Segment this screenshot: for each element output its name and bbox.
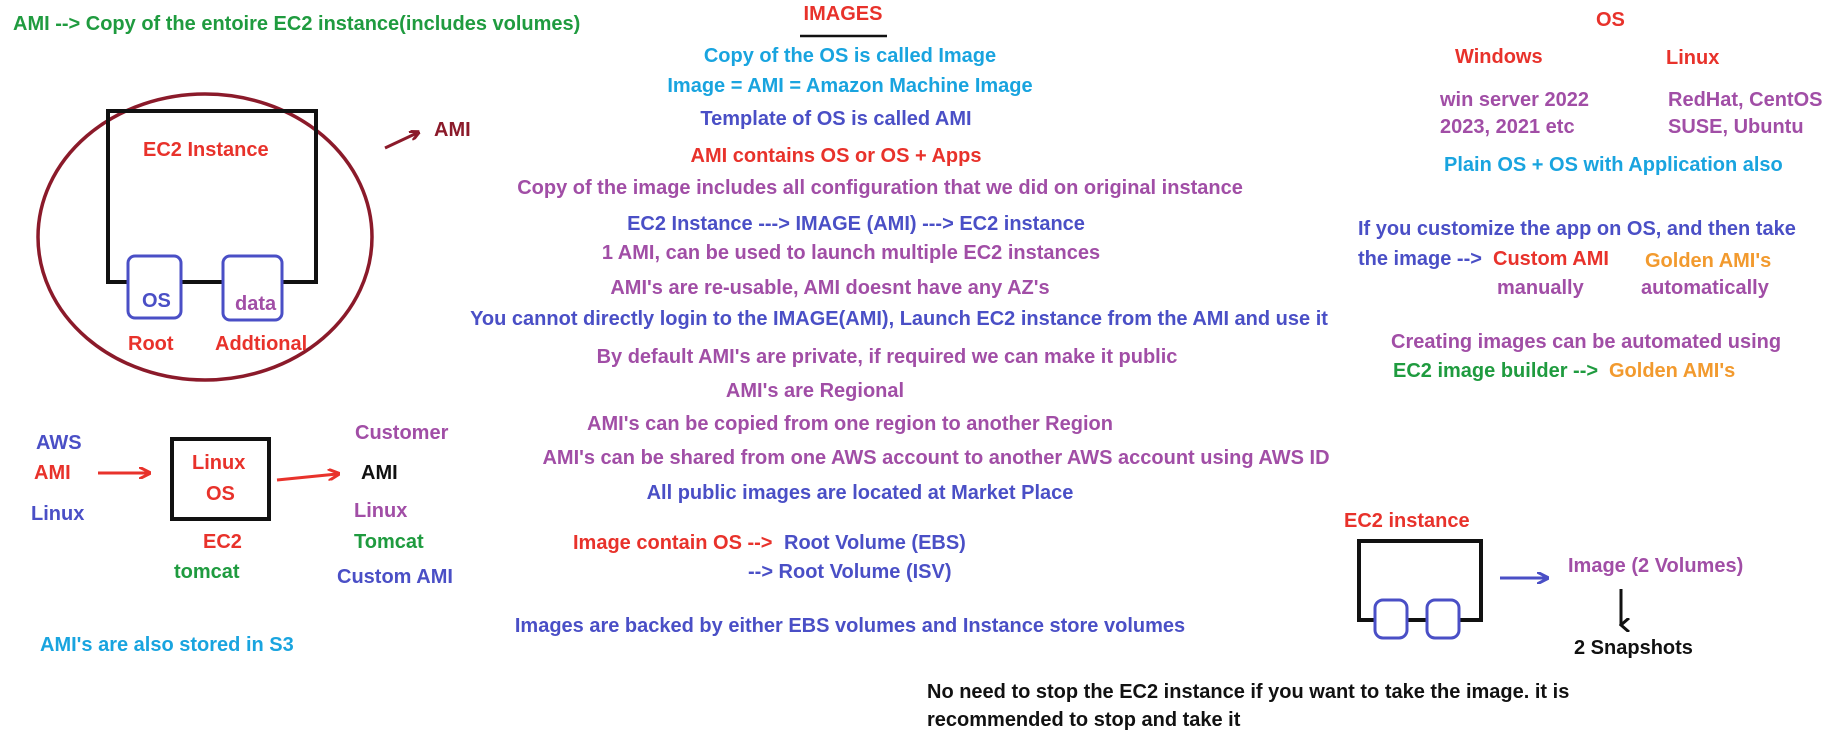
- snapshots-label: 2 Snapshots: [1574, 637, 1693, 659]
- customer-label: Customer: [355, 422, 449, 444]
- note-market-place: All public images are located at Market …: [646, 482, 1074, 504]
- s3-note: AMI's are also stored in S3: [40, 634, 294, 656]
- image-contain-label: Image contain OS -->: [573, 532, 773, 554]
- arrow-linux-to-ami: [276, 474, 337, 482]
- stop-note-2: recommended to stop and take it: [927, 709, 1241, 731]
- automated-line-1: Creating images can be automated using: [1391, 331, 1782, 353]
- ec2-instance-label-2: EC2 instance: [1344, 510, 1470, 532]
- linux-distros-1: RedHat, CentOS: [1668, 89, 1823, 111]
- automatically-label: automatically: [1641, 277, 1769, 299]
- root-volume-isv: --> Root Volume (ISV): [748, 561, 952, 583]
- note-shared-account: AMI's can be shared from one AWS account…: [542, 447, 1330, 469]
- note-private-public: By default AMI's are private, if require…: [596, 346, 1178, 368]
- note-reusable: AMI's are re-usable, AMI doesnt have any…: [610, 277, 1050, 299]
- linux-os-box: [170, 437, 271, 521]
- custom-ami-label: Custom AMI: [337, 566, 453, 588]
- plain-os-note: Plain OS + OS with Application also: [1444, 154, 1783, 176]
- note-copy-of-os: Copy of the OS is called Image: [703, 45, 997, 67]
- note-regional: AMI's are Regional: [725, 380, 905, 402]
- data-label: data: [235, 293, 277, 315]
- note-backed-by: Images are backed by either EBS volumes …: [514, 615, 1186, 637]
- tomcat-label: tomcat: [174, 561, 240, 583]
- customize-line-2: the image -->: [1358, 248, 1482, 270]
- box-os-label: OS: [206, 483, 235, 505]
- customer-ami-label: AMI: [361, 462, 398, 484]
- windows-label: Windows: [1455, 46, 1543, 68]
- root-volume-ebs: Root Volume (EBS): [784, 532, 966, 554]
- images-title: IMAGES: [803, 3, 883, 25]
- data-volume: [221, 254, 284, 322]
- os-title: OS: [1596, 9, 1625, 31]
- custom-ami-right: Custom AMI: [1493, 248, 1609, 270]
- note-copied-region: AMI's can be copied from one region to a…: [587, 413, 1113, 435]
- ami-circle: [36, 92, 374, 382]
- additional-label: Addtional: [215, 333, 308, 355]
- ec2-instance-label: EC2 Instance: [143, 139, 269, 161]
- ec2-instance-box: [106, 109, 318, 284]
- linux-label: Linux: [1666, 47, 1720, 69]
- builder-golden-amis: Golden AMI's: [1609, 360, 1736, 382]
- aws-label: AWS: [36, 432, 82, 454]
- note-copy-config: Copy of the image includes all configura…: [517, 177, 1243, 199]
- linux-distros-2: SUSE, Ubuntu: [1668, 116, 1804, 138]
- aws-linux-label: Linux: [31, 503, 85, 525]
- os-volume: [126, 254, 183, 320]
- box-linux-label: Linux: [192, 452, 246, 474]
- stop-note-1: No need to stop the EC2 instance if you …: [927, 681, 1570, 703]
- aws-ami-label: AMI: [34, 462, 71, 484]
- ec2-instance-box-2: [1357, 539, 1483, 622]
- windows-versions-1: win server 2022: [1440, 89, 1589, 111]
- volume-1: [1373, 598, 1409, 640]
- customize-line-1: If you customize the app on OS, and then…: [1358, 218, 1796, 240]
- builder-label: EC2 image builder -->: [1393, 360, 1599, 382]
- arrow-to-ami: [384, 133, 417, 150]
- root-label: Root: [128, 333, 174, 355]
- note-image-equals-ami: Image = AMI = Amazon Machine Image: [667, 75, 1033, 97]
- golden-amis-right: Golden AMI's: [1645, 250, 1772, 272]
- note-cannot-login: You cannot directly login to the IMAGE(A…: [470, 308, 1328, 330]
- ami-definition: AMI --> Copy of the entoire EC2 instance…: [13, 13, 581, 35]
- ec2-label: EC2: [203, 531, 242, 553]
- note-ec2-image-ec2: EC2 Instance ---> IMAGE (AMI) ---> EC2 i…: [627, 213, 1085, 235]
- customer-tomcat-label: Tomcat: [354, 531, 424, 553]
- manually-label: manually: [1497, 277, 1584, 299]
- os-label: OS: [142, 290, 171, 312]
- image-volumes-label: Image (2 Volumes): [1568, 555, 1744, 577]
- customer-linux-label: Linux: [354, 500, 408, 522]
- note-ami-contains: AMI contains OS or OS + Apps: [690, 145, 982, 167]
- windows-versions-2: 2023, 2021 etc: [1440, 116, 1575, 138]
- volume-2: [1425, 598, 1461, 640]
- note-template-of-os: Template of OS is called AMI: [700, 108, 972, 130]
- note-one-ami-multiple: 1 AMI, can be used to launch multiple EC…: [601, 242, 1101, 264]
- ami-label: AMI: [434, 119, 471, 141]
